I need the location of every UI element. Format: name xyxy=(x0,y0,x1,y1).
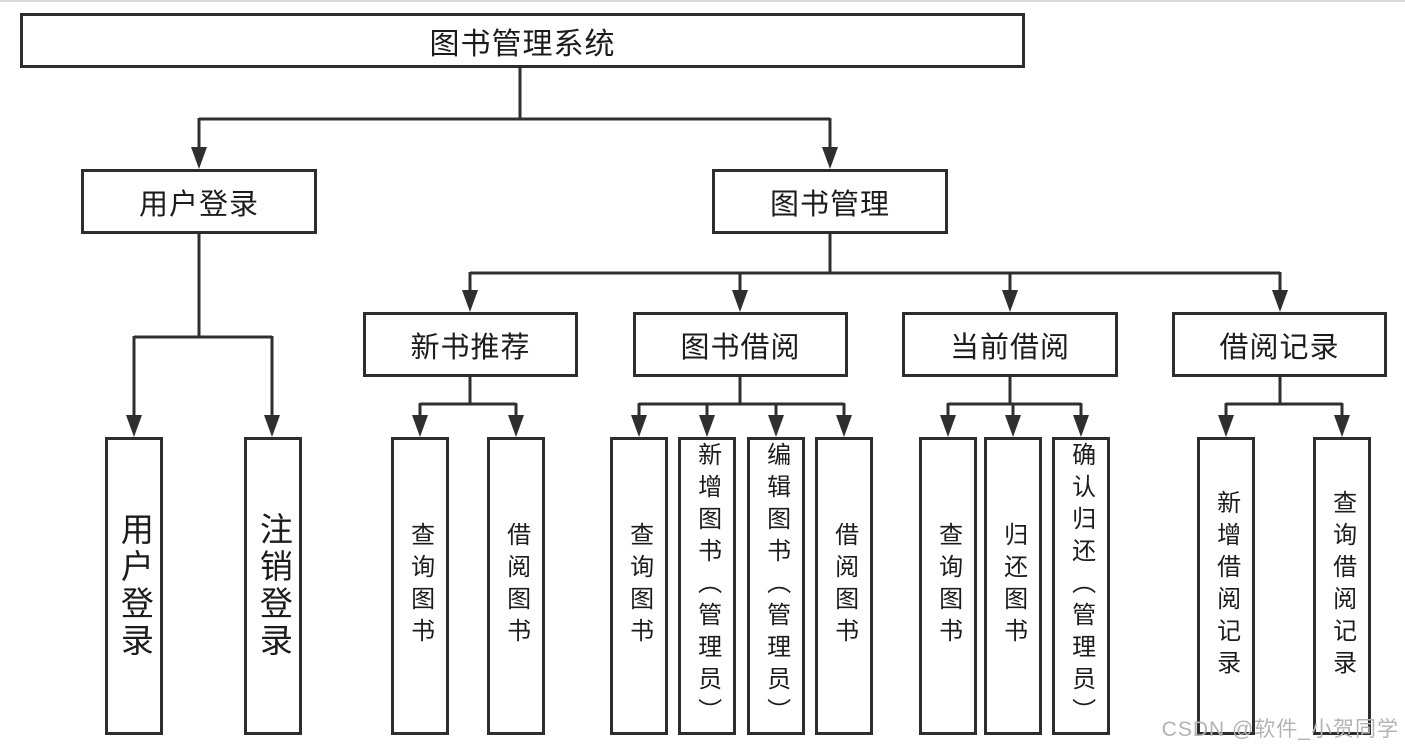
node-book-borrow: 图书借阅 xyxy=(633,312,848,377)
leaf-borrow-books-newbook: 借阅图书 xyxy=(487,437,545,735)
leaf-edit-book-admin: 编辑图书（管理员） xyxy=(747,437,805,735)
leaf-add-book-admin: 新增图书（管理员） xyxy=(678,437,736,735)
arrowheads-leaves xyxy=(126,415,1350,437)
connector-borrowrecord-group xyxy=(1224,377,1344,418)
leaf-query-borrow-record: 查询借阅记录 xyxy=(1313,437,1371,735)
leaf-return-book: 归还图书 xyxy=(984,437,1042,735)
node-current-borrow: 当前借阅 xyxy=(902,312,1118,377)
screenshot-top-edge xyxy=(0,0,1405,2)
leaf-borrow-books-borrow: 借阅图书 xyxy=(815,437,873,735)
leaf-query-books-newbook: 查询图书 xyxy=(391,437,449,735)
leaf-confirm-return-admin: 确认归还（管理员） xyxy=(1052,437,1110,735)
connector-currentborrow-group xyxy=(946,377,1083,418)
node-borrow-records: 借阅记录 xyxy=(1172,312,1387,377)
leaf-add-borrow-record: 新增借阅记录 xyxy=(1197,437,1255,735)
arrowheads-level3 xyxy=(462,290,1288,312)
leaf-logout: 注销登录 xyxy=(244,437,302,735)
node-root-library-system: 图书管理系统 xyxy=(20,13,1025,68)
csdn-watermark: CSDN @软件_小贺同学 xyxy=(1161,718,1399,741)
arrowheads-level2 xyxy=(191,147,838,169)
leaf-user-login: 用户登录 xyxy=(105,437,163,735)
leaf-query-books-borrow: 查询图书 xyxy=(610,437,668,735)
leaf-query-books-current: 查询图书 xyxy=(919,437,977,735)
connector-newbook-group xyxy=(418,377,518,418)
connector-bookborrow-group xyxy=(637,377,846,418)
node-user-login: 用户登录 xyxy=(81,169,317,234)
connector-bookmgmt-to-level3 xyxy=(468,234,1282,293)
node-book-management: 图书管理 xyxy=(712,169,948,234)
connector-userlogin-group xyxy=(132,234,274,418)
connector-root-to-level2 xyxy=(197,68,832,150)
node-new-book-recommend: 新书推荐 xyxy=(363,312,578,377)
